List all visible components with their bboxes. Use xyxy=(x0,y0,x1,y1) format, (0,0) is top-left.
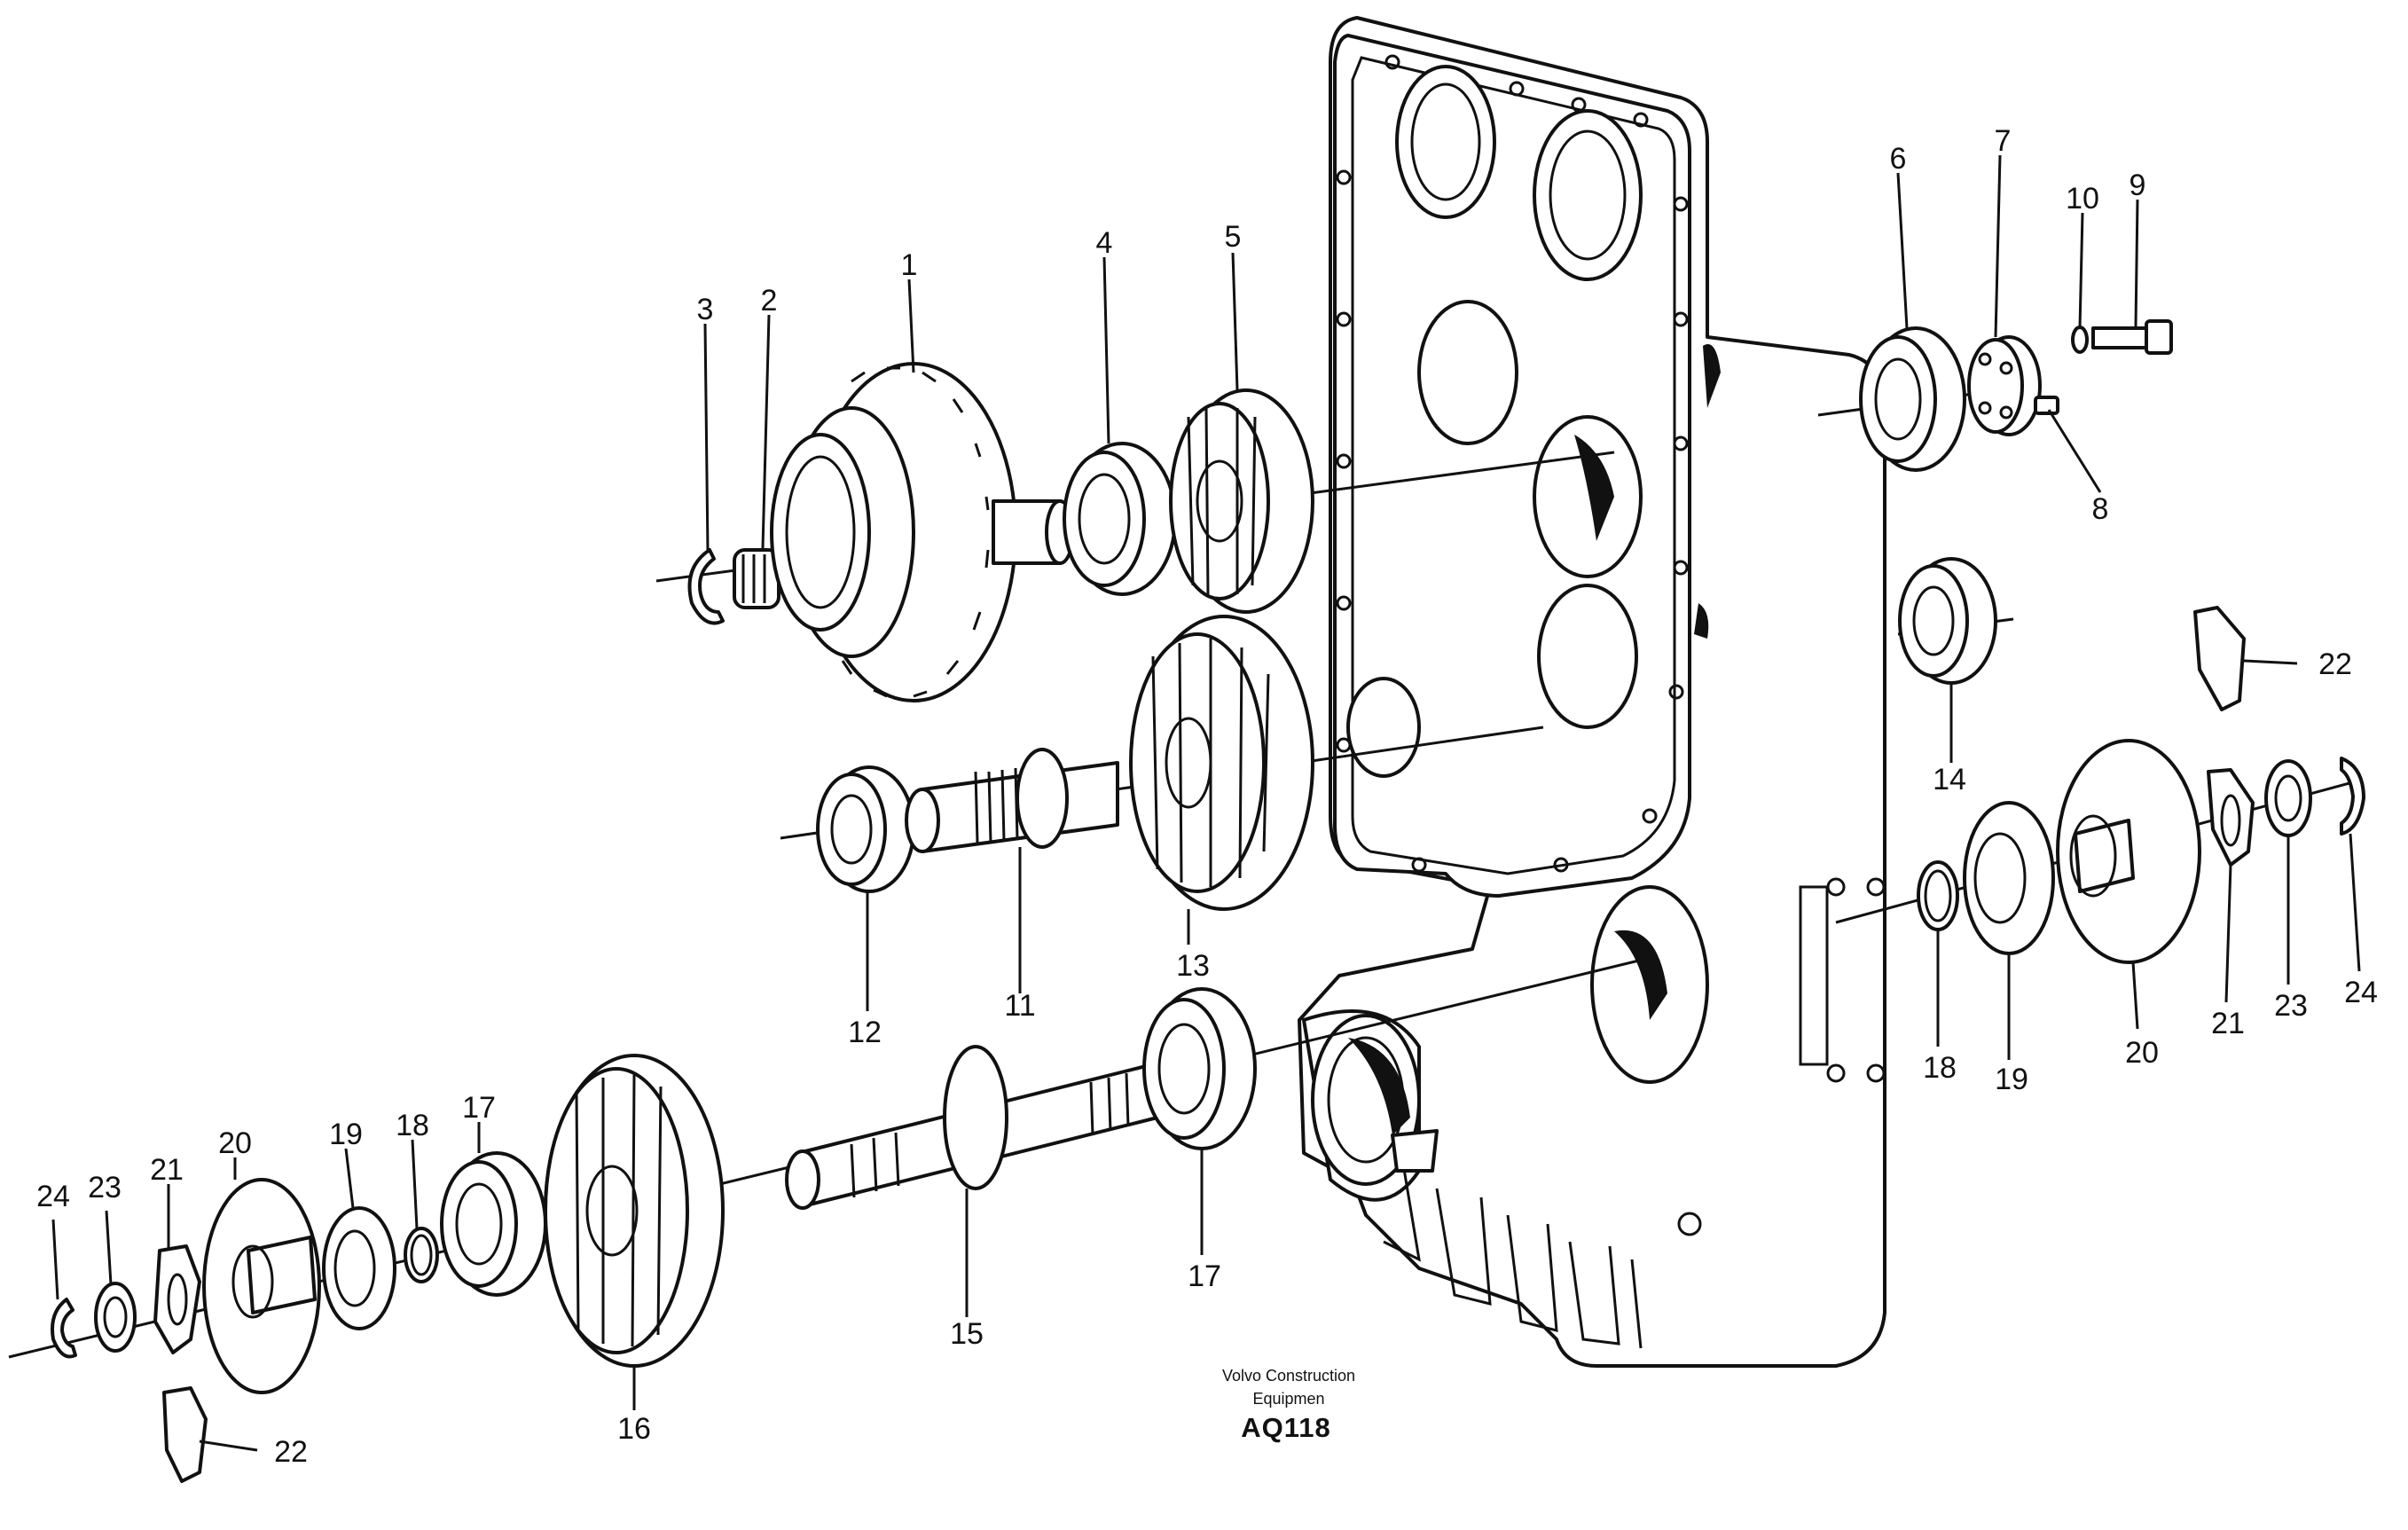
callout-24-left: 24 xyxy=(36,1180,70,1213)
part-4-bearing xyxy=(1063,442,1177,596)
part-2-bearing xyxy=(733,548,780,609)
credit-line-1: Volvo Construction xyxy=(1222,1367,1355,1385)
part-23-nut-left xyxy=(94,1282,137,1353)
callout-8: 8 xyxy=(2092,492,2109,526)
callout-4: 4 xyxy=(1096,226,1113,260)
part-12-bearing xyxy=(816,765,915,893)
part-18-o-ring-left xyxy=(404,1227,439,1283)
callout-18-right: 18 xyxy=(1923,1051,1957,1085)
callout-6: 6 xyxy=(1890,142,1907,176)
callout-21-left: 21 xyxy=(150,1153,184,1187)
part-6-bearing xyxy=(1859,326,1966,472)
callout-20-right: 20 xyxy=(2125,1036,2159,1070)
callout-7: 7 xyxy=(1995,124,2012,158)
part-7-cover xyxy=(1967,335,2042,436)
callout-12: 12 xyxy=(848,1016,882,1049)
part-22-lock-plate-bottom xyxy=(162,1386,208,1483)
part-17-bearing-right xyxy=(1142,987,1257,1150)
callout-11: 11 xyxy=(1004,989,1035,1023)
figure-credit: Volvo Construction Equipmen AQ118 xyxy=(1222,1367,1355,1443)
callout-17-left: 17 xyxy=(462,1091,496,1125)
part-10-washer xyxy=(2071,326,2089,354)
callout-16: 16 xyxy=(617,1412,651,1446)
callout-20-left: 20 xyxy=(218,1126,252,1160)
part-16-gear xyxy=(544,1054,725,1368)
callout-15: 15 xyxy=(950,1317,984,1351)
callout-17-right: 17 xyxy=(1188,1259,1221,1293)
gearbox-housing xyxy=(1298,16,1886,1368)
part-9-bolt xyxy=(2091,319,2173,355)
callout-18-left: 18 xyxy=(396,1109,429,1142)
part-22-lock-plate-top xyxy=(2193,606,2246,711)
callout-labels: 1 2 3 4 5 6 7 8 9 10 11 12 13 14 15 16 1… xyxy=(36,124,2378,1469)
callout-2: 2 xyxy=(761,284,778,318)
callout-14: 14 xyxy=(1933,763,1966,796)
callout-5: 5 xyxy=(1225,220,1242,254)
part-19-seal-left xyxy=(322,1206,396,1330)
callout-1: 1 xyxy=(901,248,918,282)
callout-23-right: 23 xyxy=(2274,989,2308,1023)
part-21-lock-plate-left xyxy=(153,1244,201,1354)
part-23-nut-right xyxy=(2264,759,2312,837)
part-15-output-shaft xyxy=(785,1045,1159,1210)
part-11-shaft xyxy=(905,748,1119,853)
credit-line-2: Equipmen xyxy=(1252,1390,1324,1408)
part-14-bearing xyxy=(1898,557,1997,685)
callout-10: 10 xyxy=(2066,182,2099,216)
callout-19-left: 19 xyxy=(329,1118,363,1151)
callout-13: 13 xyxy=(1176,949,1210,983)
part-8-screw xyxy=(2034,396,2059,415)
callout-22-bottom: 22 xyxy=(274,1435,308,1469)
leader-lines xyxy=(51,154,2361,1452)
part-24-snap-ring-left xyxy=(51,1298,77,1359)
callout-21-right: 21 xyxy=(2211,1007,2245,1040)
callout-23-left: 23 xyxy=(88,1171,122,1204)
callout-19-right: 19 xyxy=(1995,1063,2028,1096)
part-19-seal-right xyxy=(1963,801,2055,955)
part-17-bearing-left xyxy=(440,1151,547,1297)
part-18-o-ring-right xyxy=(1917,860,1959,931)
callout-24-right: 24 xyxy=(2344,976,2378,1009)
part-13-gear xyxy=(1129,615,1314,911)
figure-code: AQ118 xyxy=(1241,1412,1331,1443)
part-1-gear xyxy=(770,362,1075,702)
part-20-flange-left xyxy=(202,1178,321,1394)
callout-22-top: 22 xyxy=(2318,647,2352,681)
part-3-snap-ring xyxy=(687,548,725,625)
part-21-lock-plate-right xyxy=(2207,768,2255,867)
part-5-gear xyxy=(1169,388,1314,614)
part-24-snap-ring-right xyxy=(2340,757,2365,836)
callout-9: 9 xyxy=(2130,169,2146,202)
part-20-flange-right xyxy=(2056,739,2201,964)
callout-3: 3 xyxy=(697,293,714,326)
